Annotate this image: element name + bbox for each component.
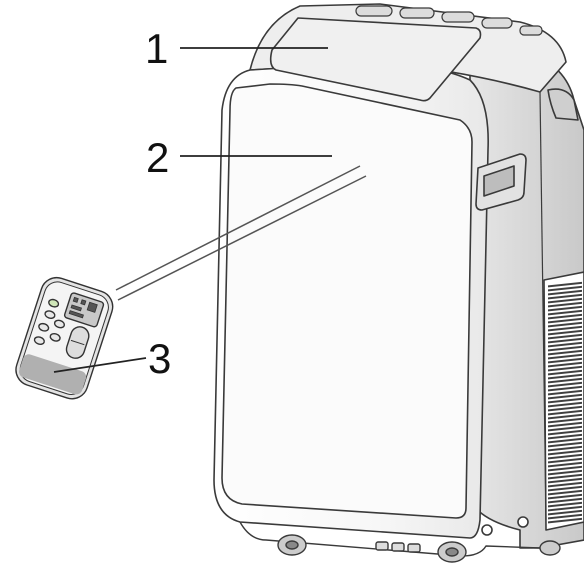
callout-label-3: 3 (148, 335, 172, 382)
wheels (277, 534, 561, 563)
callout-label-2: 2 (146, 134, 170, 181)
callout-line-3 (53, 357, 147, 373)
wheel-rear (539, 540, 561, 556)
remote-bottom-band (19, 354, 87, 395)
callout-label-1: 1 (145, 25, 169, 72)
callout-lines (53, 47, 332, 373)
ac-unit (213, 3, 584, 557)
control-panel-window (269, 17, 482, 102)
ir-signal-beam (115, 165, 367, 301)
remote-control (15, 276, 114, 400)
rear-vent-grille (548, 280, 582, 525)
top-controls (355, 5, 543, 36)
remote-button-power (48, 298, 60, 308)
front-panel (221, 83, 473, 519)
